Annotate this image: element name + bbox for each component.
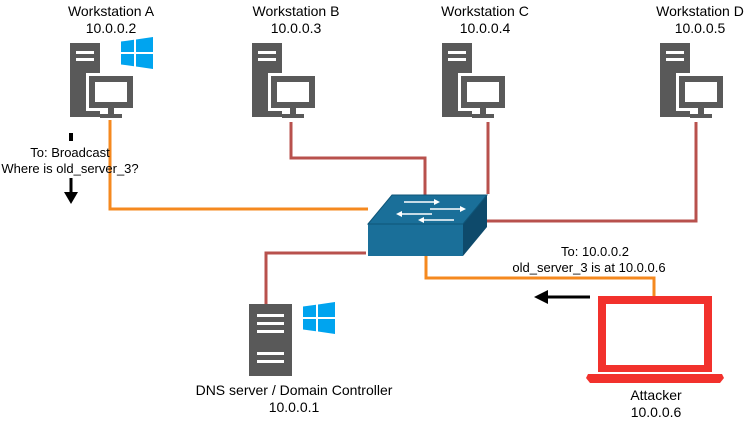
arrow-left-icon [534,290,590,304]
workstation-a-name: Workstation A [68,3,155,19]
dns-server: DNS server / Domain Controller 10.0.0.1 [196,302,393,415]
windows-logo-icon [303,302,335,334]
dns-server-name: DNS server / Domain Controller [196,382,393,398]
workstation-c-name: Workstation C [441,3,529,19]
network-links [108,120,698,304]
server-tower-icon [249,304,292,376]
network-switch: network-switch-icon [366,194,489,256]
laptop-icon [586,296,724,383]
link-dns-server-switch [264,251,366,304]
workstation-d: Workstation D 10.0.0.5 [656,3,744,118]
dns-server-ip: 10.0.0.1 [269,399,320,415]
link-workstation-d-switch [476,122,698,223]
desktop-computer-icon [252,43,318,118]
desktop-computer-icon [442,43,508,118]
workstation-a-ip: 10.0.0.2 [86,20,137,36]
windows-logo-icon [121,37,153,69]
workstation-b: Workstation B 10.0.0.3 [252,3,339,118]
broadcast-message-to: To: Broadcast [30,145,110,160]
link-workstation-b-switch [289,122,427,196]
workstation-b-name: Workstation B [253,3,340,19]
workstation-d-ip: 10.0.0.5 [675,20,726,36]
workstation-c-ip: 10.0.0.4 [460,20,511,36]
spoofed-reply-content: old_server_3 is at 10.0.0.6 [512,260,665,275]
broadcast-message: To: Broadcast Where is old_server_3? [1,133,139,204]
workstation-a: Workstation A 10.0.0.2 [68,3,155,118]
arrow-down-icon [64,178,78,204]
link-workstation-a-switch [108,120,368,211]
workstation-b-ip: 10.0.0.3 [271,20,322,36]
spoofed-reply-message: To: 10.0.0.2 old_server_3 is at 10.0.0.6 [512,244,666,304]
desktop-computer-icon [660,43,726,118]
spoofed-reply-to: To: 10.0.0.2 [561,244,629,259]
broadcast-message-query: Where is old_server_3? [1,161,138,176]
arrow-tail-mark [69,133,73,141]
link-attacker-switch [424,256,656,296]
workstation-d-name: Workstation D [656,3,744,19]
workstation-c: Workstation C 10.0.0.4 [441,3,529,118]
attacker: Attacker 10.0.0.6 [586,296,724,420]
attacker-ip: 10.0.0.6 [631,404,682,420]
attacker-name: Attacker [630,387,682,403]
